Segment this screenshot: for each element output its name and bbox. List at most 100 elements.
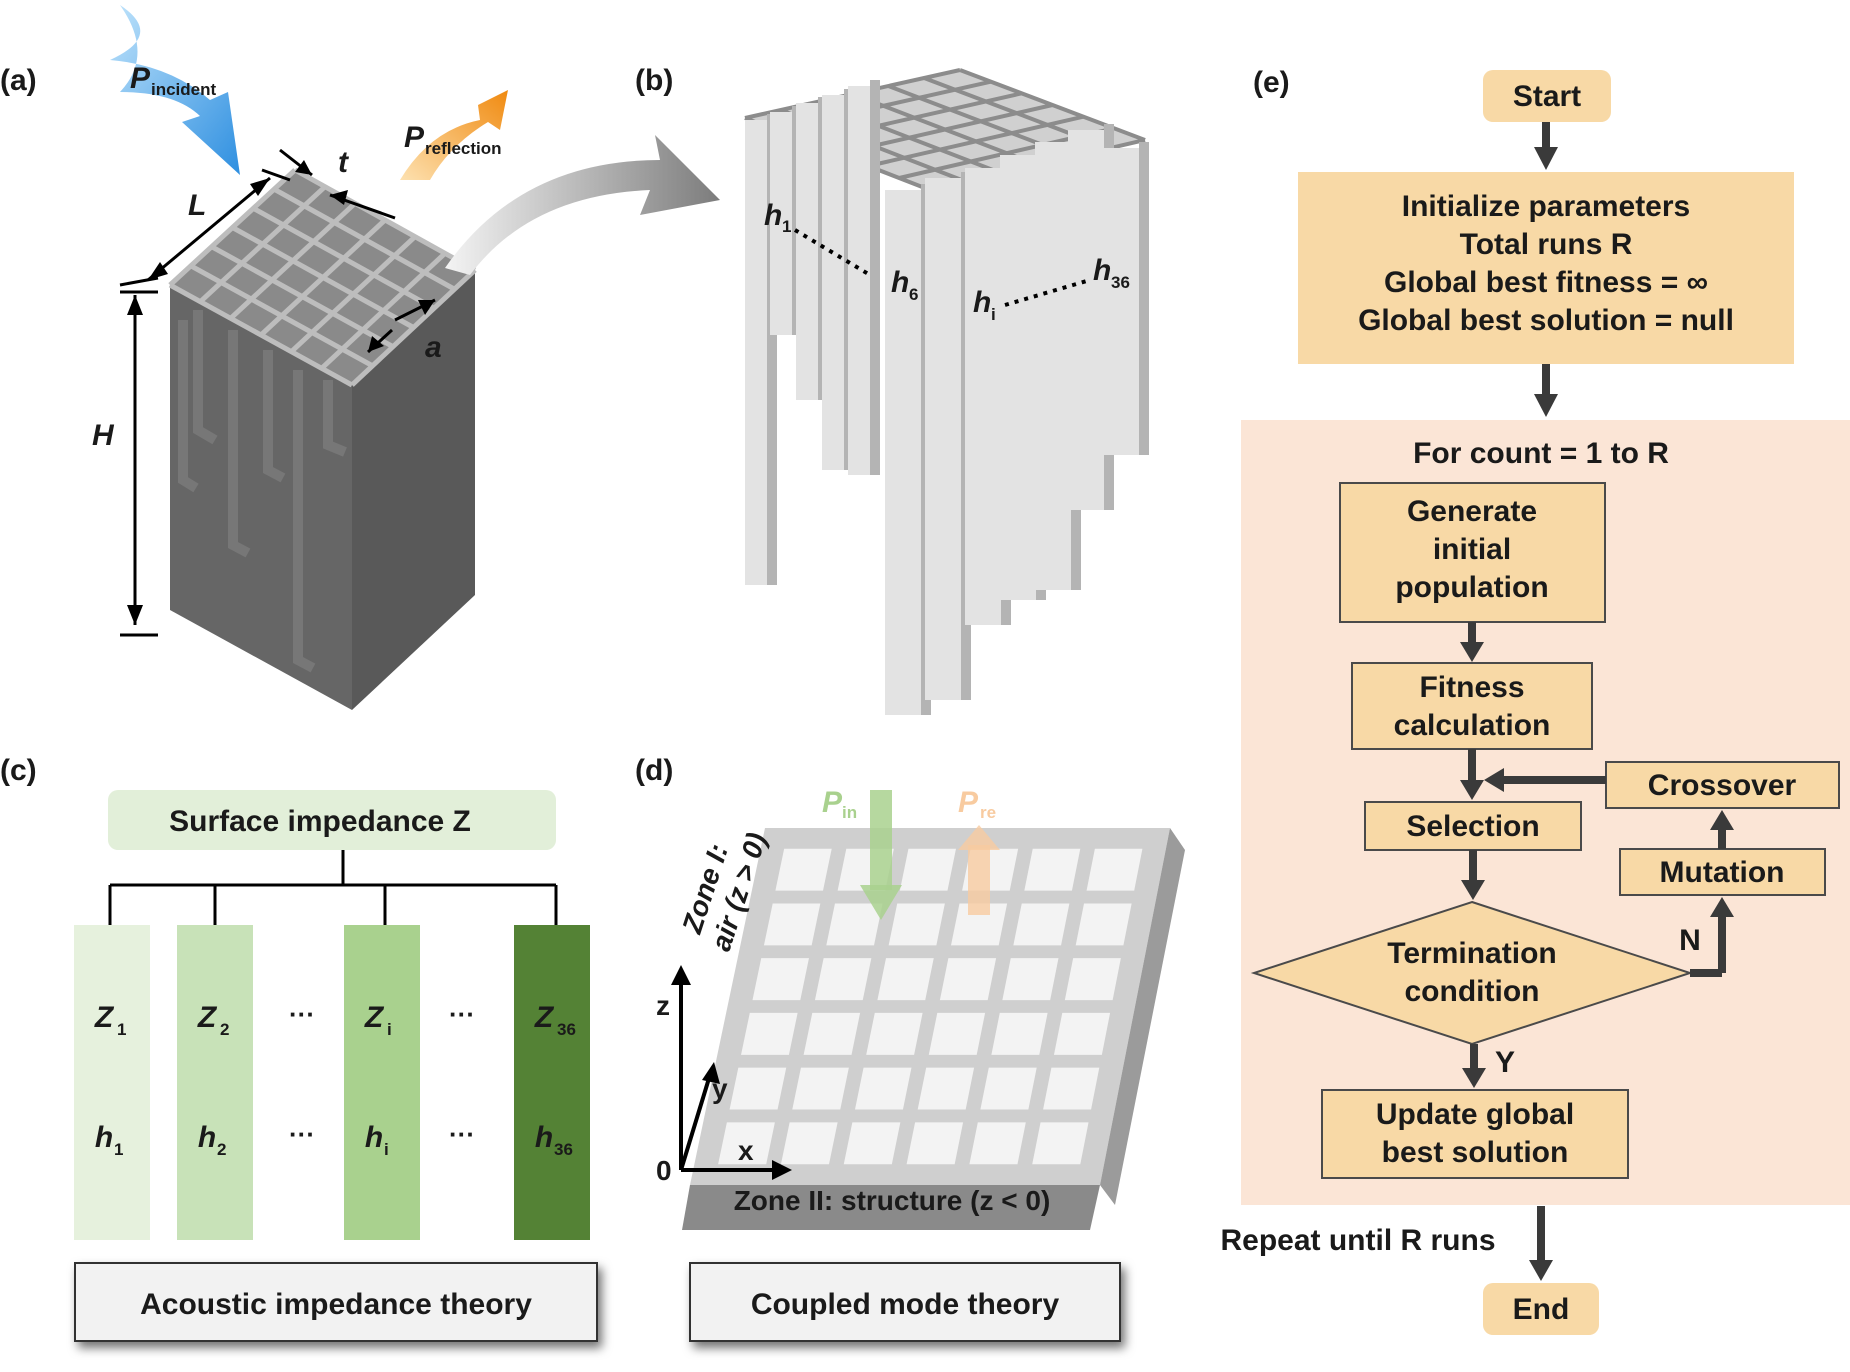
column-z-label: Z — [364, 1001, 385, 1034]
acoustic-theory-box — [74, 1262, 598, 1342]
p-in-arrow-head — [860, 885, 902, 920]
panel-label-b: (b) — [635, 64, 673, 97]
slab-cell — [775, 848, 832, 891]
crossover-node — [1605, 761, 1840, 809]
impedance-column — [74, 925, 150, 1240]
generate-line-1: Generate — [1407, 495, 1537, 528]
slab-cell — [763, 903, 821, 946]
update-node — [1321, 1089, 1629, 1179]
axis-z-label: z — [656, 990, 670, 1021]
column-h-sub: 2 — [217, 1140, 226, 1159]
end-node — [1483, 1283, 1599, 1335]
column-h-label: h — [198, 1121, 216, 1154]
slab-cell — [917, 1067, 975, 1110]
slab-cell — [928, 1012, 986, 1055]
incident-wave-arrow — [110, 5, 240, 175]
slab-cell — [752, 958, 809, 1001]
column-z-label: Z — [197, 1001, 218, 1034]
dim-L-label: L — [188, 189, 206, 222]
tube — [848, 86, 870, 475]
slab-cell — [899, 848, 956, 891]
impedance-column — [344, 925, 420, 1240]
tube-side — [870, 80, 880, 475]
init-node — [1298, 172, 1794, 364]
p-incident-sub: incident — [151, 80, 217, 99]
internal-channels — [178, 310, 347, 673]
termination-line-2: condition — [1405, 975, 1540, 1008]
init-line-4: Global best solution = null — [1358, 304, 1734, 337]
slab-cell — [741, 1012, 798, 1055]
slab-cell — [843, 1122, 901, 1165]
dimension-arrowheads — [127, 160, 435, 625]
tube — [965, 168, 1001, 625]
termination-line-1: Termination — [1387, 937, 1556, 970]
h1-label: h — [764, 199, 782, 232]
fitness-line-1: Fitness — [1419, 671, 1524, 704]
mutation-label: Mutation — [1660, 856, 1785, 889]
panel-a-structure: P incident P reflection — [92, 5, 720, 710]
slab-cell — [780, 1122, 838, 1165]
axis-origin-label: 0 — [656, 1155, 672, 1186]
init-line-1: Initialize parameters — [1402, 190, 1690, 223]
crossover-label: Crossover — [1648, 769, 1797, 802]
init-line-3: Global best fitness = ∞ — [1384, 266, 1708, 299]
dimension-lines — [119, 148, 436, 637]
tubes-grid-line — [959, 68, 1146, 142]
update-line-2: best solution — [1382, 1136, 1569, 1169]
selection-label: Selection — [1406, 810, 1539, 843]
column-h-label: h — [535, 1121, 553, 1154]
column-z-sub: i — [387, 1020, 392, 1039]
ellipsis-z-1: ··· — [289, 999, 315, 1029]
mutation-node — [1619, 848, 1826, 896]
tube-side — [1139, 142, 1149, 455]
tube — [796, 103, 818, 400]
acoustic-theory-label: Acoustic impedance theory — [140, 1288, 532, 1321]
generate-node — [1339, 482, 1606, 623]
block-right-face — [352, 270, 475, 710]
slab-cell — [1064, 958, 1121, 1001]
tube — [1103, 148, 1139, 455]
hi-sub: i — [991, 305, 996, 324]
column-h-label: h — [95, 1121, 113, 1154]
y-branch-label: Y — [1495, 1046, 1515, 1079]
p-re-arrow-shaft — [968, 845, 990, 915]
p-reflection-label: P — [404, 121, 425, 154]
start-node — [1483, 70, 1611, 122]
p-in-label: P — [822, 786, 843, 819]
dim-a-label: a — [425, 331, 442, 364]
tube — [925, 178, 961, 700]
impedance-column — [177, 925, 253, 1240]
slab-cell — [803, 1012, 861, 1055]
slab-cell — [792, 1067, 849, 1110]
coupled-theory-box — [689, 1262, 1121, 1342]
column-z-sub: 36 — [557, 1020, 576, 1039]
h36-sub: 36 — [1111, 273, 1130, 292]
p-incident-label: P — [130, 62, 151, 95]
h1-sub: 1 — [782, 217, 791, 236]
p-re-sub: re — [980, 803, 996, 822]
slab-cell — [1086, 848, 1143, 891]
generate-line-2: initial — [1433, 533, 1511, 566]
column-h-sub: 1 — [114, 1140, 123, 1159]
slab-cell — [950, 903, 1008, 946]
dim-H-label: H — [92, 419, 115, 452]
p-reflection-sub: reflection — [425, 139, 502, 158]
slab-cell — [718, 1122, 775, 1165]
ellipsis-h-1: ··· — [289, 1119, 315, 1149]
height-dotted-lines — [793, 228, 1091, 307]
tube — [745, 120, 767, 585]
slab-cell — [1002, 958, 1059, 1001]
panel-b-tubes: h 1 h 6 h i h 36 — [744, 68, 1149, 715]
column-h-label: h — [365, 1121, 383, 1154]
repeat-label: Repeat until R runs — [1220, 1224, 1495, 1257]
slab-cell — [866, 1012, 923, 1055]
surface-impedance-title: Surface impedance Z — [169, 805, 471, 838]
slab-cell — [1024, 848, 1081, 891]
p-re-arrow-head — [958, 825, 1000, 850]
surface-impedance-box — [108, 790, 556, 850]
top-grid-line — [293, 167, 477, 273]
h6-label: h — [891, 266, 909, 299]
p-in-arrow-shaft — [870, 790, 892, 890]
tube — [1000, 155, 1036, 600]
